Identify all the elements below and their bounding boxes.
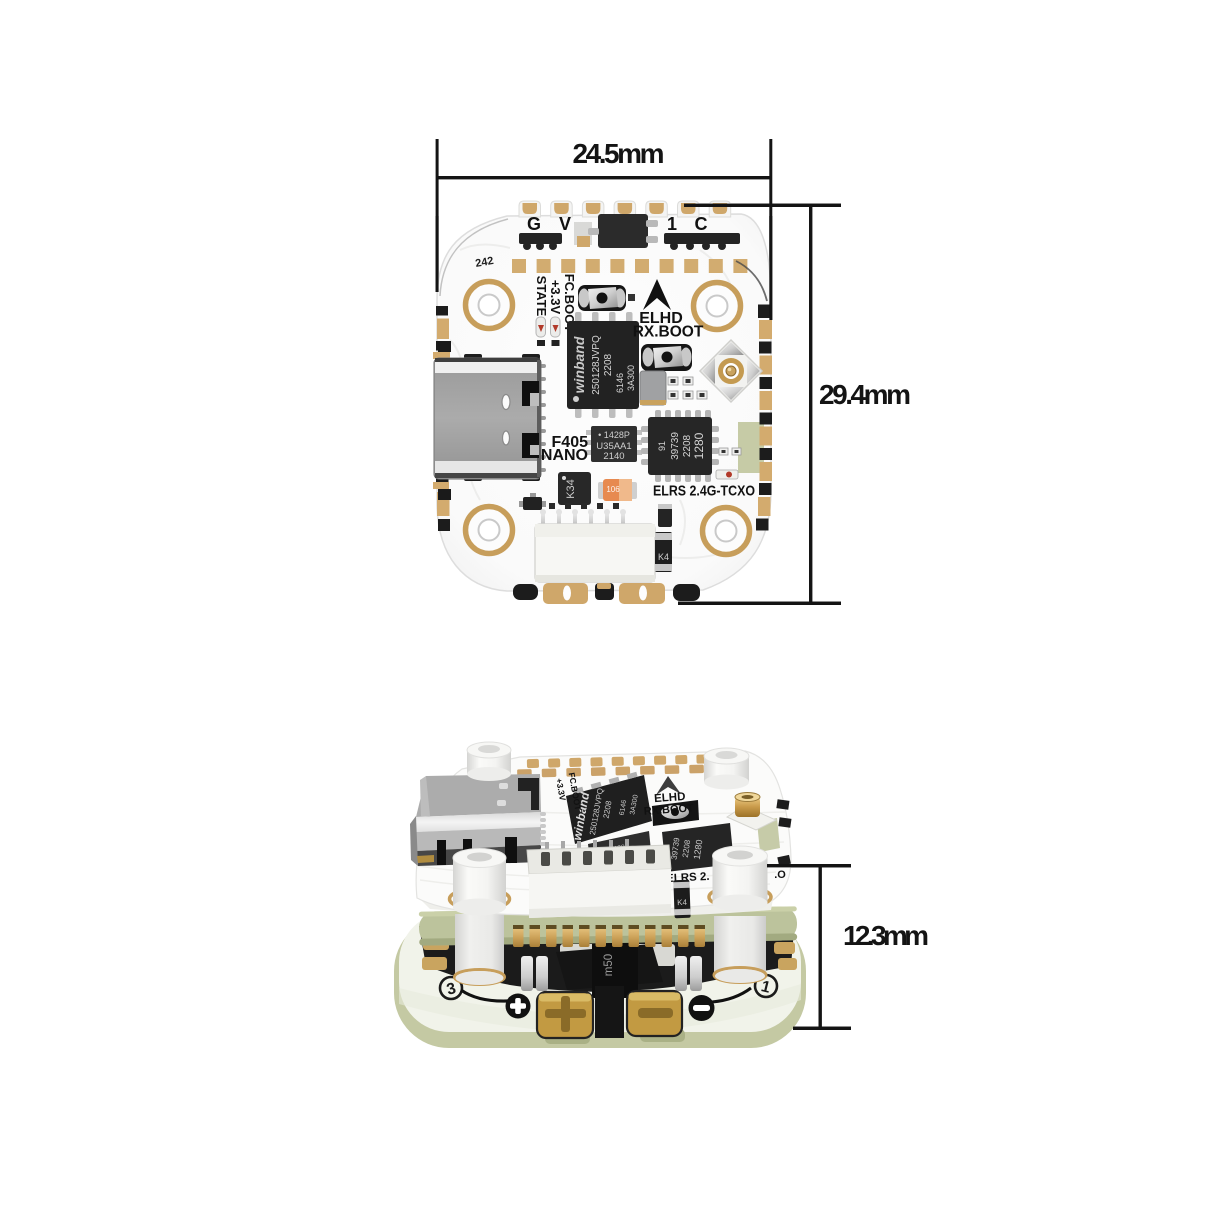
svg-text:39739: 39739 [670, 836, 682, 860]
svg-text:3A300: 3A300 [626, 365, 636, 391]
svg-text:6146: 6146 [615, 373, 625, 393]
svg-text:ELHD: ELHD [654, 791, 686, 805]
svg-text:+3.3V: +3.3V [554, 778, 568, 802]
svg-text:3: 3 [445, 980, 458, 999]
svg-text:1: 1 [759, 978, 772, 997]
svg-text:2140: 2140 [603, 451, 624, 462]
svg-text:G: G [527, 214, 541, 234]
svg-text:2208: 2208 [682, 434, 693, 457]
svg-text:C: C [695, 214, 708, 234]
svg-text:106: 106 [606, 485, 620, 494]
svg-text:RX.BOOT: RX.BOOT [643, 802, 694, 817]
svg-text:3A300: 3A300 [629, 794, 639, 815]
svg-text:1: 1 [667, 214, 677, 234]
svg-text:STATE: STATE [534, 276, 549, 317]
svg-text:2208: 2208 [603, 353, 614, 376]
svg-text:91: 91 [657, 441, 667, 451]
svg-text:NANO: NANO [541, 447, 588, 464]
svg-text:K34: K34 [565, 479, 577, 499]
svg-text:.O: .O [774, 869, 786, 881]
svg-text:ELHD: ELHD [639, 310, 683, 327]
svg-text:FC.BOOT: FC.BOOT [562, 274, 577, 333]
svg-text:+3.3V: +3.3V [548, 280, 563, 315]
svg-text:2208: 2208 [602, 799, 614, 819]
svg-text:• 1428P: • 1428P [598, 430, 630, 440]
svg-text:6146: 6146 [619, 799, 629, 816]
svg-text:1280: 1280 [692, 839, 705, 860]
svg-text:F405: F405 [552, 434, 589, 451]
svg-text:2208: 2208 [681, 839, 692, 858]
svg-text:24.5mm: 24.5mm [573, 138, 665, 169]
svg-text:K4: K4 [658, 552, 669, 562]
svg-text:250128JVPQ: 250128JVPQ [591, 335, 602, 395]
svg-text:1280: 1280 [692, 432, 706, 459]
svg-text:K4: K4 [677, 898, 688, 907]
svg-text:RX.BOOT: RX.BOOT [633, 324, 704, 341]
svg-text:242: 242 [474, 255, 494, 270]
svg-text:39739: 39739 [670, 432, 681, 460]
svg-text:winband: winband [571, 336, 587, 393]
svg-text:ELRS 2.4G-TCXO: ELRS 2.4G-TCXO [653, 483, 755, 500]
svg-text:m50: m50 [603, 954, 615, 976]
svg-text:12.3mm: 12.3mm [843, 920, 929, 951]
svg-text:V: V [559, 214, 571, 234]
svg-text:29.4mm: 29.4mm [819, 379, 911, 410]
svg-text:U35AA1: U35AA1 [596, 441, 631, 452]
